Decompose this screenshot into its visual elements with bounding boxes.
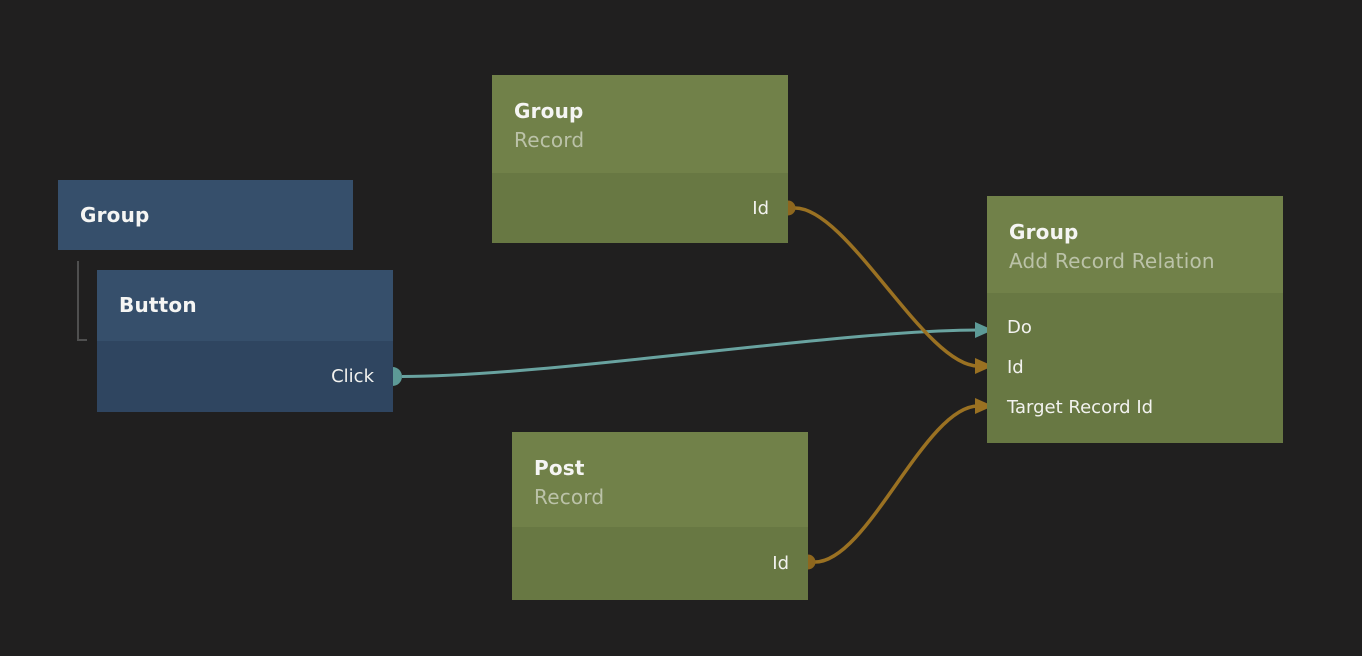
port-label: Do (1007, 316, 1032, 338)
node-header: Group Record (492, 75, 788, 173)
node-body: Click (97, 341, 393, 412)
node-title: Group (1009, 220, 1079, 244)
port-label: Target Record Id (1007, 396, 1154, 418)
output-port-id[interactable]: Id (492, 173, 788, 243)
node-subtitle: Add Record Relation (1009, 249, 1215, 273)
node-header: Group Add Record Relation (987, 196, 1283, 293)
input-port-id[interactable]: Id (987, 347, 1283, 387)
port-label: Id (1007, 356, 1024, 378)
port-label: Id (772, 553, 789, 574)
node-title: Post (534, 456, 585, 480)
node-title: Group (80, 202, 150, 227)
node-button[interactable]: Button Click (97, 270, 393, 412)
node-body: Id (492, 173, 788, 243)
output-port-id[interactable]: Id (512, 527, 808, 600)
connection-click-to-do[interactable] (401, 328, 980, 378)
node-header: Group (58, 180, 353, 250)
port-label: Click (331, 366, 374, 387)
node-subtitle: Record (514, 128, 585, 152)
node-group-add-record-relation[interactable]: Group Add Record Relation Do Id Target R… (987, 196, 1283, 443)
node-title: Button (119, 293, 197, 317)
connection-post-id-to-target-record-id[interactable] (814, 404, 979, 564)
output-port-click[interactable]: Click (97, 341, 393, 412)
node-group-record[interactable]: Group Record Id (492, 75, 788, 243)
input-port-target-record-id[interactable]: Target Record Id (987, 387, 1283, 427)
input-port-do[interactable]: Do (987, 307, 1283, 347)
hierarchy-connector (77, 261, 87, 341)
node-subtitle: Record (534, 485, 605, 509)
connection-group-id-to-id[interactable] (794, 206, 979, 368)
node-body: Id (512, 527, 808, 600)
node-post-record[interactable]: Post Record Id (512, 432, 808, 600)
node-title: Group (514, 99, 584, 123)
node-body: Do Id Target Record Id (987, 293, 1283, 443)
node-header: Button (97, 270, 393, 341)
port-label: Id (752, 197, 769, 219)
node-header: Post Record (512, 432, 808, 527)
node-group-visual[interactable]: Group (58, 180, 353, 250)
